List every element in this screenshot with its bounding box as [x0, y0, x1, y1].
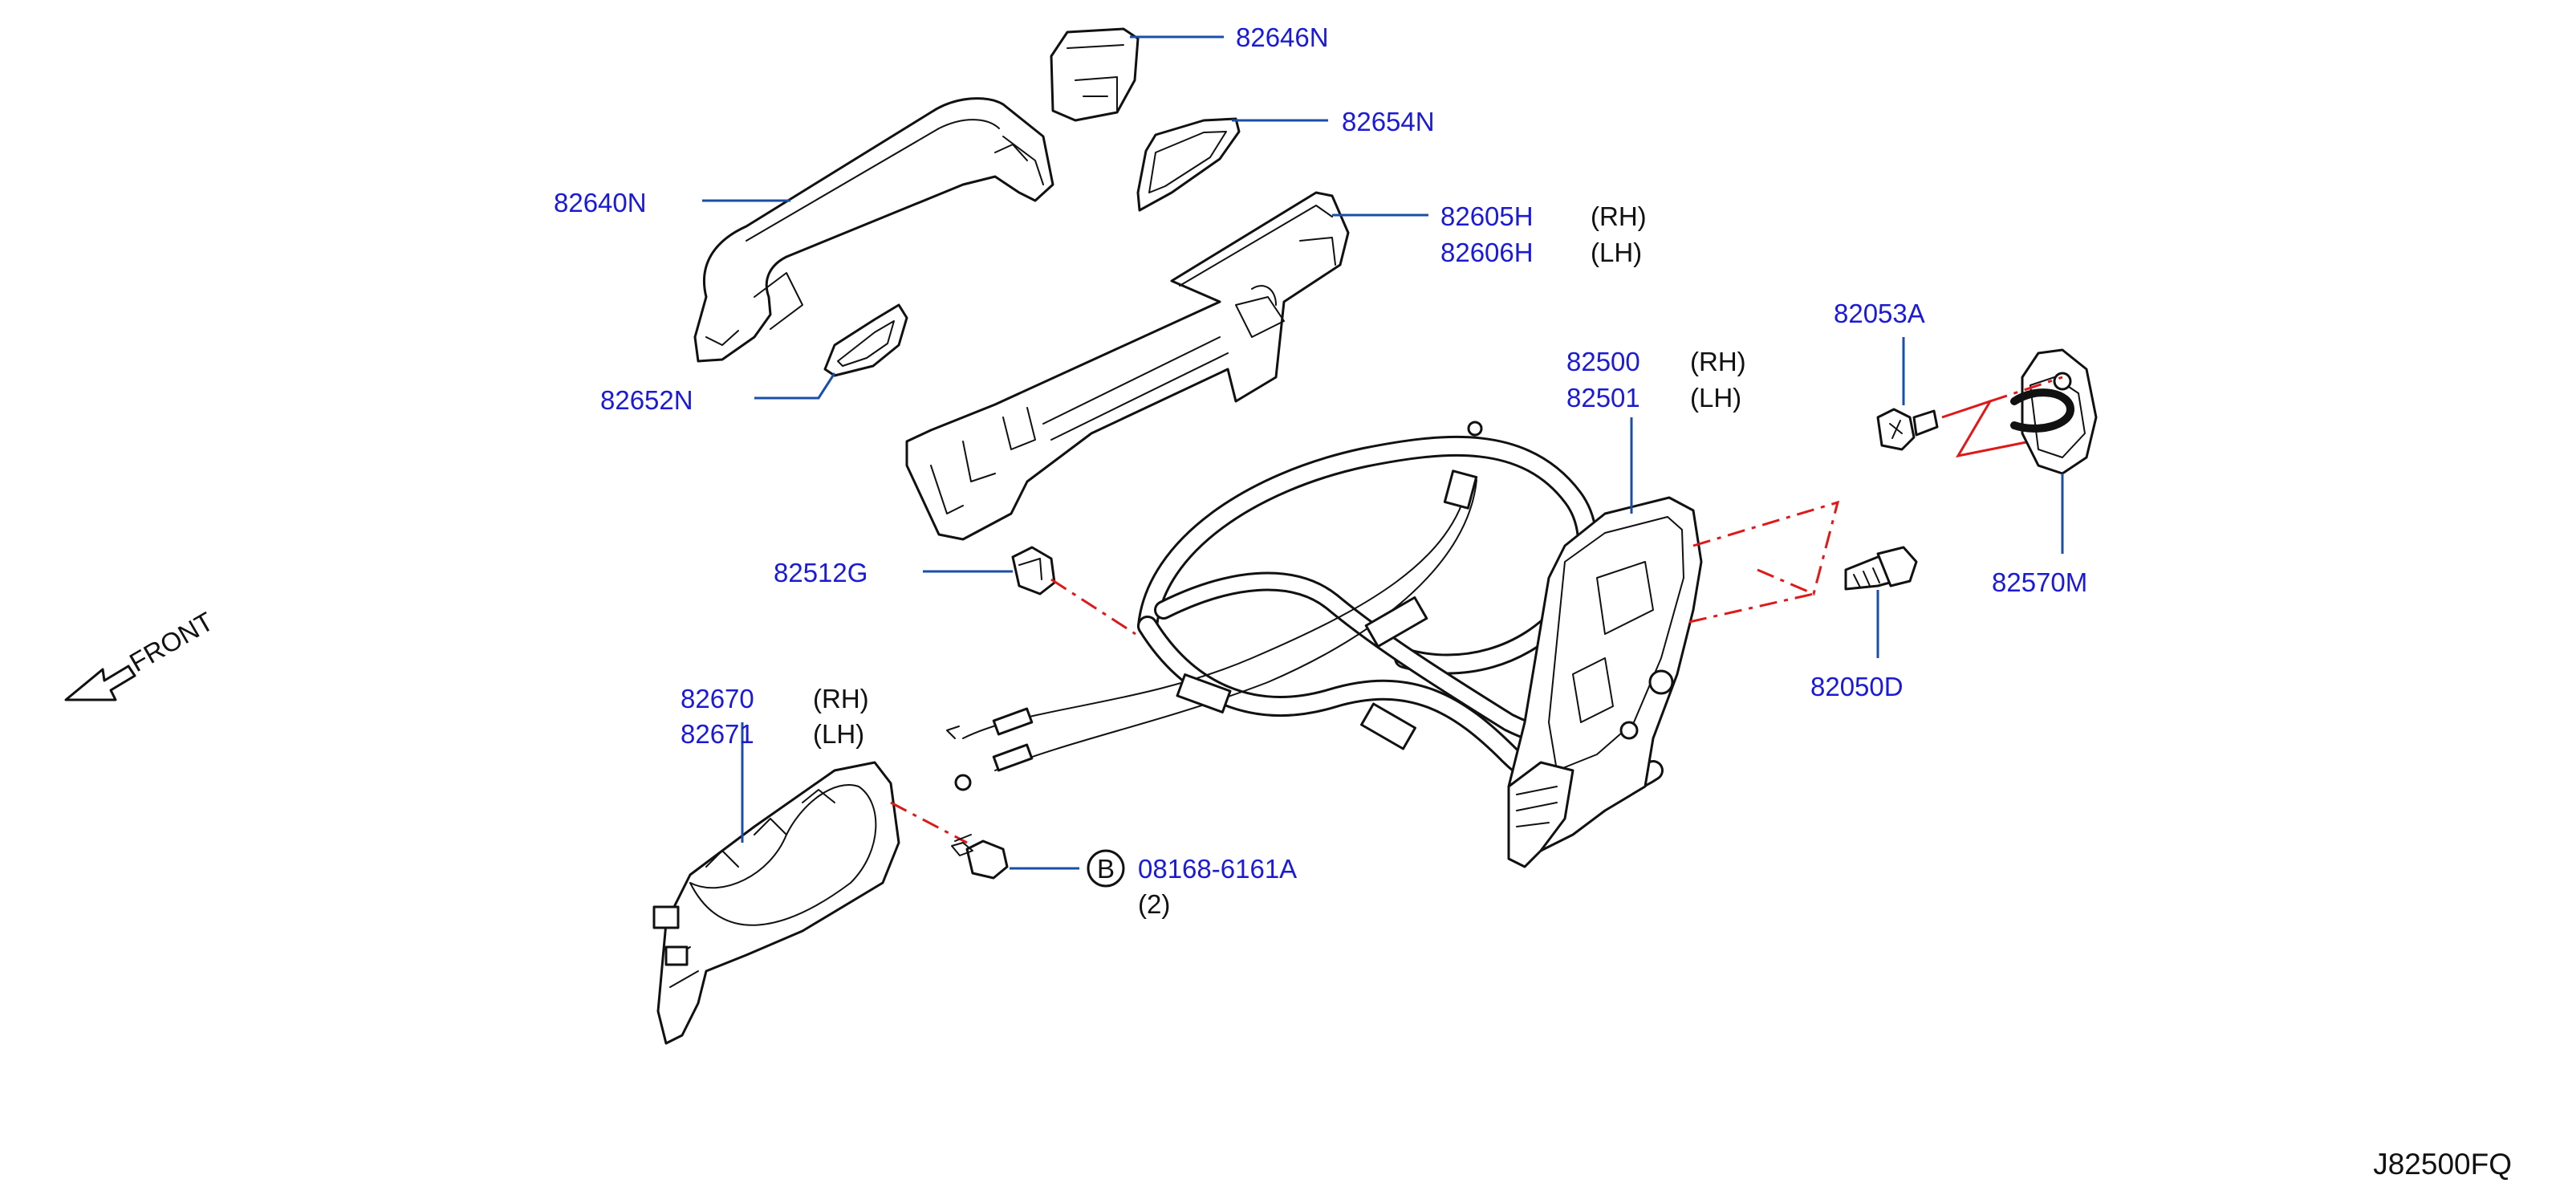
- part-number-08168-6161A: 08168-6161A: [1138, 854, 1297, 884]
- side-82606H: (LH): [1591, 238, 1642, 267]
- bolt-quantity: (2): [1138, 889, 1170, 919]
- side-82671: (LH): [813, 719, 864, 749]
- outside-handle-82640N: [693, 97, 1054, 363]
- bolt-08168-6161A: [951, 834, 1009, 880]
- part-number-82501: 82501: [1566, 383, 1640, 413]
- side-82605H: (RH): [1591, 201, 1647, 231]
- part-number-82652N: 82652N: [600, 385, 693, 415]
- front-arrow-icon: [64, 665, 136, 701]
- part-number-82606H: 82606H: [1440, 238, 1534, 267]
- part-number-82671: 82671: [681, 719, 754, 749]
- part-number-82050D: 82050D: [1810, 672, 1904, 701]
- part-number-82646N: 82646N: [1236, 22, 1329, 52]
- part-number-82670: 82670: [681, 684, 754, 713]
- part-number-82654N: 82654N: [1342, 107, 1435, 136]
- door-lock-actuator-82500: [1507, 496, 1703, 868]
- gasket-82652N: [823, 303, 908, 377]
- clip-82512G: [1011, 546, 1056, 596]
- bolt-badge: B: [1087, 849, 1125, 888]
- part-number-82500: 82500: [1566, 347, 1640, 376]
- diagram-id: J82500FQ: [2373, 1148, 2512, 1181]
- part-number-82512G: 82512G: [774, 558, 867, 587]
- screw-82050D: [1844, 546, 1918, 591]
- bolt-badge-letter: B: [1097, 854, 1115, 884]
- part-number-82640N: 82640N: [554, 188, 647, 217]
- inside-handle-82670: [652, 761, 900, 1045]
- striker-82570M: [2010, 348, 2098, 475]
- part-number-82605H: 82605H: [1440, 201, 1534, 231]
- handle-bracket-82605H: [905, 191, 1350, 541]
- part-number-82053A: 82053A: [1834, 299, 1925, 328]
- handle-cap-82646N: [1050, 27, 1140, 122]
- side-82501: (LH): [1690, 383, 1741, 413]
- part-number-82570M: 82570M: [1992, 567, 2087, 597]
- screw-82053A: [1876, 408, 1939, 451]
- front-label: FRONT: [124, 606, 218, 677]
- side-82670: (RH): [813, 684, 869, 713]
- side-82500: (RH): [1690, 347, 1746, 376]
- gasket-82654N: [1136, 117, 1241, 212]
